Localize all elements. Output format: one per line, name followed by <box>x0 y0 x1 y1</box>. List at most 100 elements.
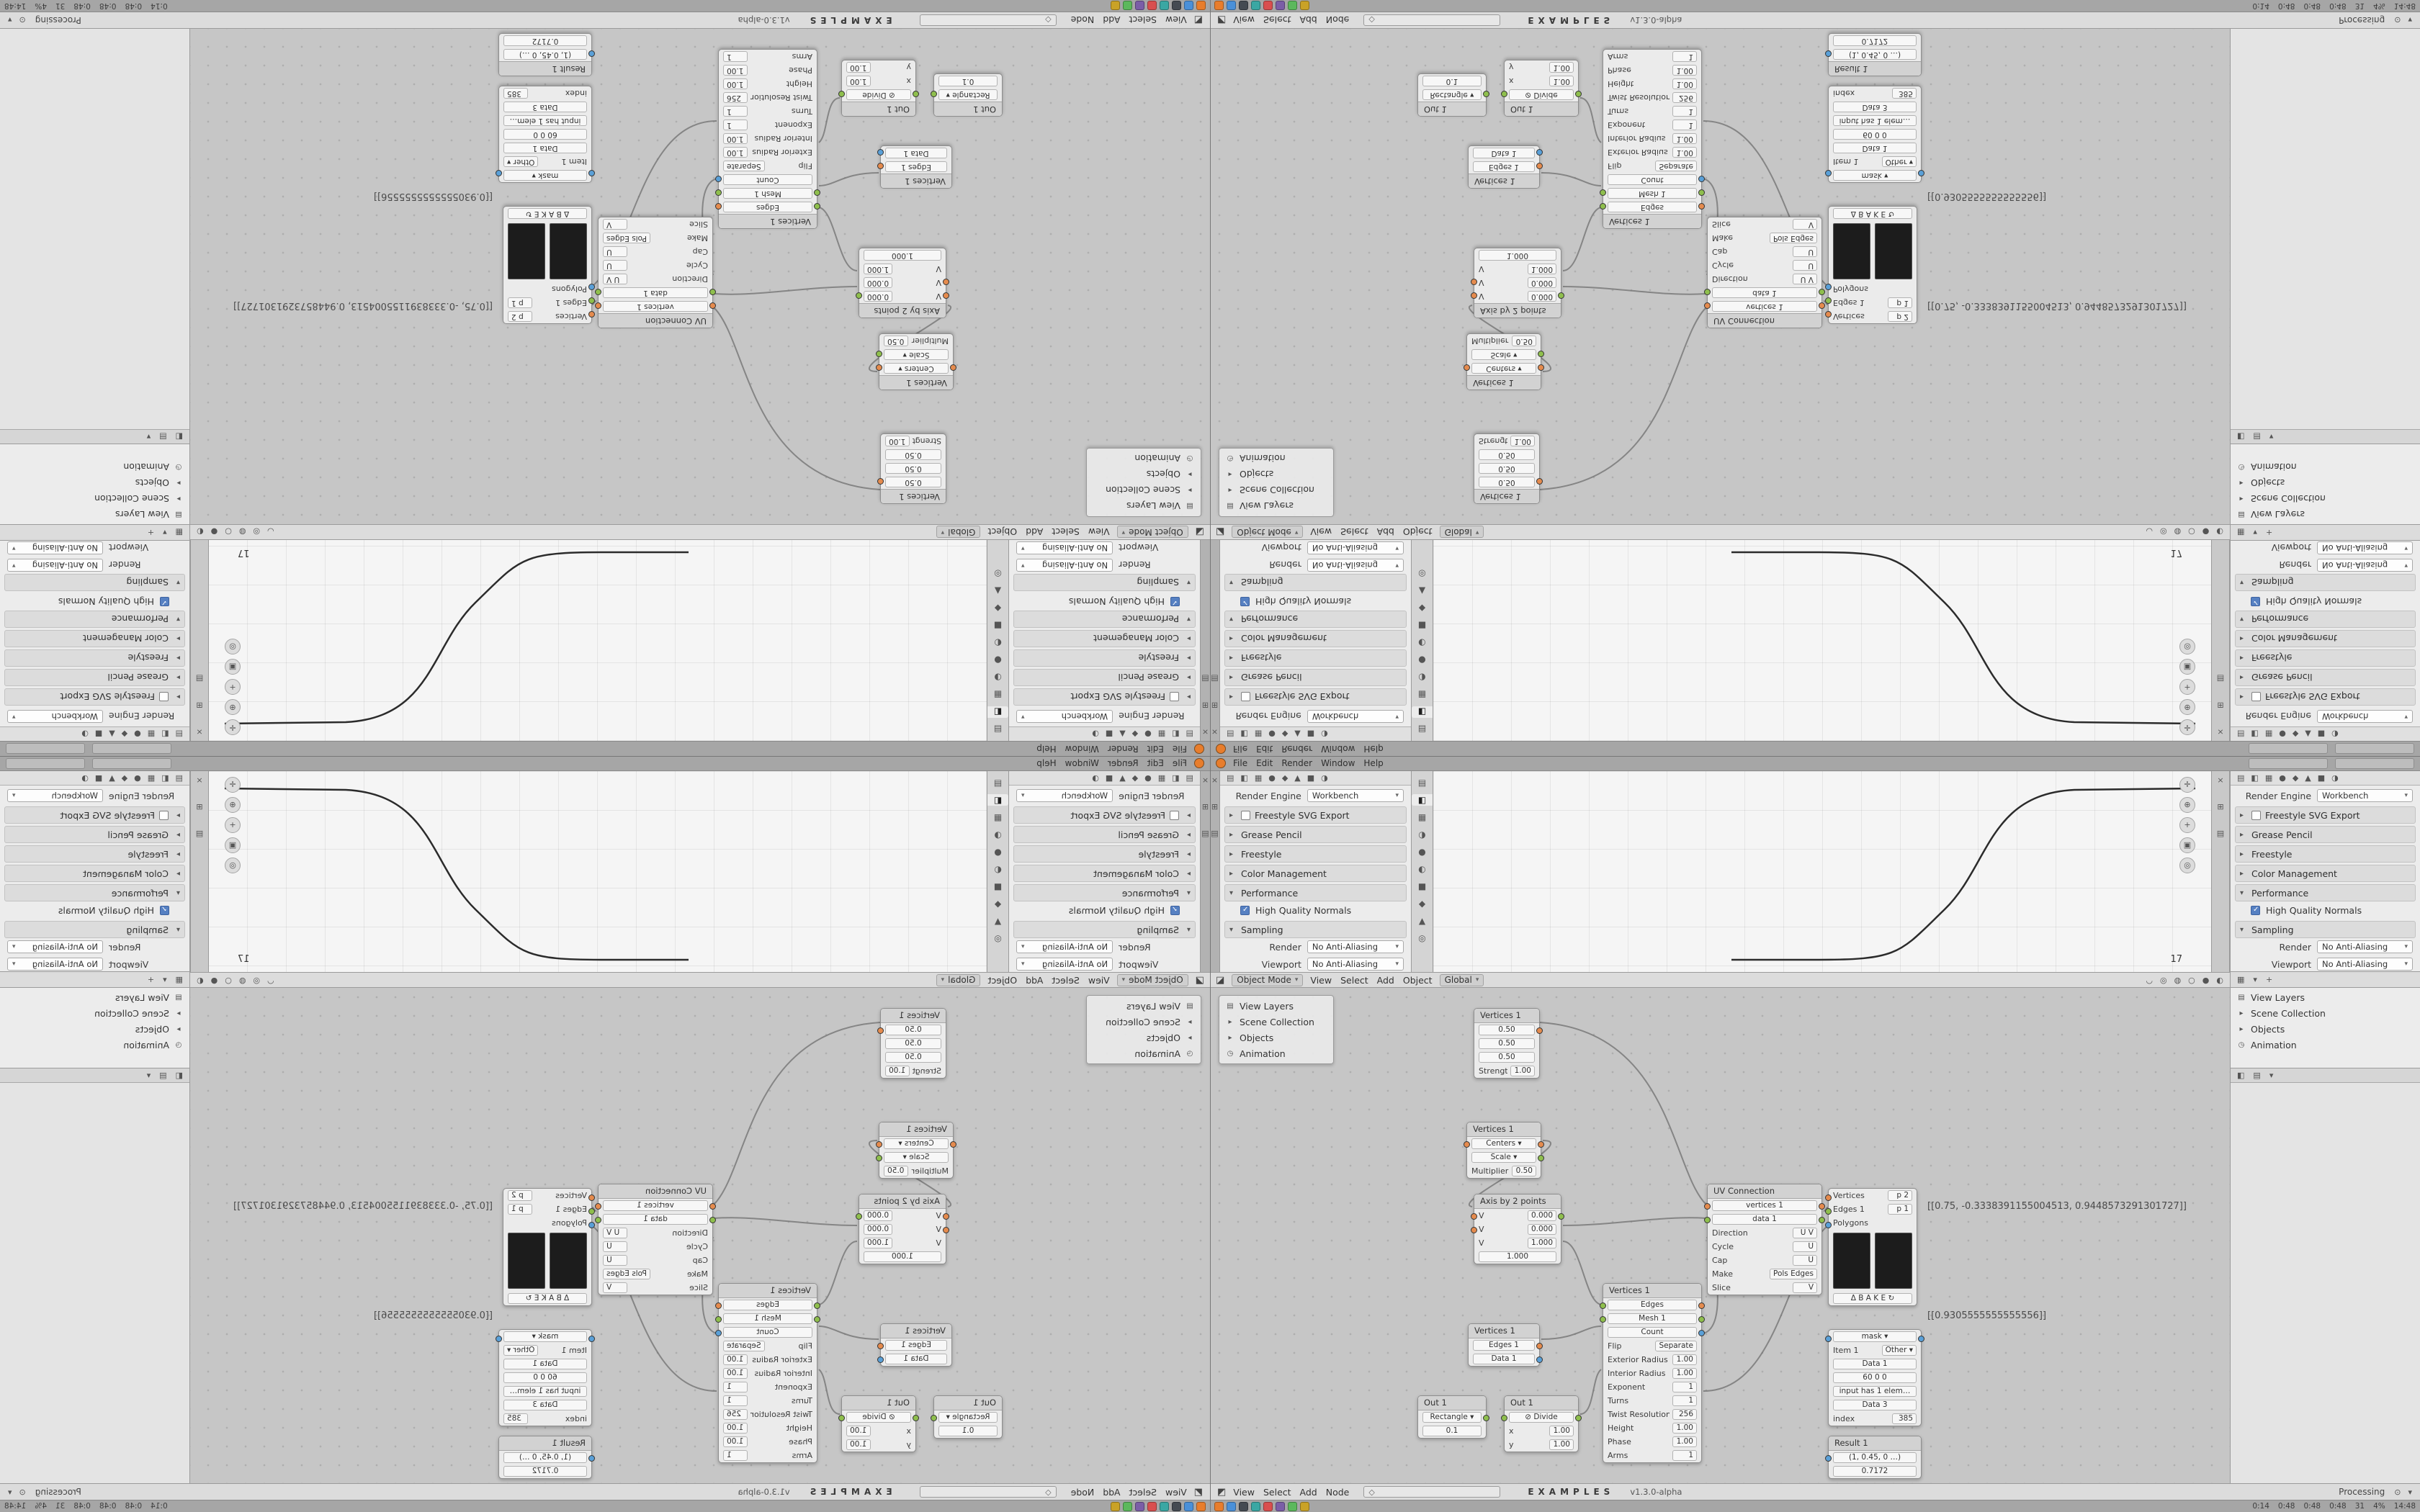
prop-value-render[interactable]: No Anti-Aliasing▾ <box>1016 559 1113 572</box>
node-field-value[interactable]: Pols Edges <box>1769 233 1817 243</box>
prop-value-viewport[interactable]: No Anti-Aliasing▾ <box>1016 541 1113 554</box>
shading-material-icon[interactable]: ◐ <box>2216 975 2223 985</box>
ui-icon[interactable]: ◆ <box>1131 729 1139 739</box>
output-socket[interactable] <box>877 1027 884 1034</box>
outliner-item-scene-collection[interactable]: ▸Scene Collection <box>2231 491 2420 507</box>
properties-tab-output-icon[interactable]: ▦ <box>993 690 1003 700</box>
ui-icon[interactable]: ⊞ <box>1211 802 1219 811</box>
ui-icon[interactable]: ▦ <box>2264 773 2273 783</box>
ui-icon[interactable]: ▤ <box>159 1071 167 1080</box>
node-field-value[interactable]: Edges <box>723 202 812 212</box>
pan-gizmo[interactable]: + <box>225 679 241 695</box>
input-socket[interactable] <box>588 170 595 176</box>
output-socket[interactable] <box>1819 1217 1825 1223</box>
output-socket[interactable] <box>496 1336 502 1342</box>
node-field-value[interactable]: 0.50 <box>1479 1052 1535 1063</box>
node-field-value[interactable]: U V <box>603 274 627 284</box>
ui-icon[interactable]: ▲ <box>2305 773 2311 783</box>
app-browser-icon[interactable] <box>1263 1501 1273 1511</box>
orientation-dropdown[interactable]: Global ▾ <box>936 973 981 986</box>
node-field-value[interactable]: 0.000 <box>864 1210 893 1221</box>
output-socket[interactable] <box>1698 1330 1705 1336</box>
ui-icon[interactable]: + <box>147 528 155 537</box>
node-field-value[interactable]: 0.50 <box>885 1052 941 1063</box>
node-field-value[interactable]: 0.50 <box>1479 463 1535 474</box>
node-field-value[interactable]: 1.00 <box>723 147 748 158</box>
node-result-1[interactable]: Result 1(1, 0.45, 0 …)0.7172 <box>498 33 595 76</box>
ui-icon[interactable]: ▲ <box>1119 773 1126 783</box>
ui-icon[interactable]: ▾ <box>2253 975 2257 984</box>
node-field-value[interactable]: 1.00 <box>1672 1354 1697 1365</box>
node-title[interactable]: Vertices 1 <box>1469 1324 1539 1338</box>
node-field-value[interactable]: 1.000 <box>864 250 941 261</box>
node-title[interactable]: Out 1 <box>842 1396 915 1410</box>
node-tree-selector[interactable]: ◇ <box>919 14 1057 26</box>
output-socket[interactable] <box>1698 1302 1705 1309</box>
ui-icon[interactable]: ■ <box>94 773 103 783</box>
output-socket[interactable] <box>931 1415 937 1421</box>
node-field-value[interactable]: 0.50 <box>1479 449 1535 460</box>
view-layer-selector[interactable] <box>2335 743 2414 755</box>
outliner-item-scene-collection[interactable]: ▸Scene Collection <box>1219 1014 1333 1030</box>
editor-type-icon[interactable]: ◪ <box>1216 974 1225 986</box>
output-socket[interactable] <box>1536 1027 1543 1034</box>
node-field-value[interactable]: 1.000 <box>1527 264 1556 274</box>
node-field-value[interactable]: Separate <box>1655 1341 1697 1351</box>
checkbox-freestyle-svg-export[interactable] <box>159 810 169 820</box>
zoom-gizmo[interactable]: ⊕ <box>225 699 241 715</box>
ui-icon[interactable]: ▤ <box>1227 773 1234 783</box>
properties-tab-tool-icon[interactable]: ▤ <box>993 778 1003 788</box>
output-socket[interactable] <box>595 1203 601 1210</box>
node-field-value[interactable]: Rectangle ▾ <box>1422 1412 1482 1423</box>
node-field-value[interactable]: p 2 <box>1888 311 1912 322</box>
node-field-value[interactable]: Scale ▾ <box>884 349 949 360</box>
node-field-value[interactable]: 0.50 <box>885 449 941 460</box>
blender-logo-icon[interactable] <box>1194 758 1204 768</box>
editor-type-icon[interactable]: ◪ <box>1216 526 1225 538</box>
node-field-value[interactable]: U <box>603 246 627 257</box>
panel-header-freestyle[interactable]: ▸Freestyle <box>2235 845 2416 863</box>
ui-icon[interactable]: × <box>196 727 203 737</box>
outliner-item-animation[interactable]: ◷Animation <box>0 459 189 475</box>
zoom-gizmo[interactable]: ⊕ <box>225 797 241 813</box>
ui-icon[interactable]: × <box>1201 775 1209 785</box>
prop-value-viewport[interactable]: No Anti-Aliasing▾ <box>2317 958 2413 971</box>
properties-tab-object-icon[interactable]: ■ <box>1417 621 1427 631</box>
panel-header-color-management[interactable]: ▸Color Management <box>4 865 185 882</box>
node-field-value[interactable]: Edges <box>723 1300 812 1310</box>
ui-icon[interactable]: ■ <box>2317 773 2326 783</box>
prop-value-render-engine[interactable]: Workbench▾ <box>1307 710 1404 723</box>
checkbox-freestyle-svg-export[interactable] <box>1241 692 1250 702</box>
node-title[interactable]: Vertices 1 <box>1467 375 1541 390</box>
node-field-value[interactable]: 1 <box>723 106 748 117</box>
orientation-dropdown[interactable]: Global ▾ <box>1439 526 1484 539</box>
ui-icon[interactable]: ◑ <box>81 773 89 783</box>
panel-header-performance[interactable]: ▾Performance <box>2235 884 2416 901</box>
node-field-value[interactable]: Edges 1 <box>885 161 947 172</box>
filter-icon[interactable]: ▾ <box>8 15 12 25</box>
output-socket[interactable] <box>1483 91 1489 97</box>
ui-icon[interactable]: ▤ <box>1186 773 1193 783</box>
orientation-dropdown[interactable]: Global ▾ <box>1439 973 1484 986</box>
ui-icon[interactable]: ◧ <box>2237 432 2245 441</box>
output-socket[interactable] <box>877 163 884 169</box>
zoom-gizmo[interactable]: ⊕ <box>2179 797 2195 813</box>
orbit-gizmo[interactable]: ✛ <box>2179 777 2195 793</box>
node-field-value[interactable]: Count <box>723 174 812 185</box>
output-socket[interactable] <box>1538 1141 1544 1148</box>
panel-header-freestyle[interactable]: ▸Freestyle <box>4 845 185 863</box>
panel-header-grease-pencil[interactable]: ▸Grease Pencil <box>1013 826 1196 843</box>
ui-icon[interactable]: ⊞ <box>196 802 203 811</box>
orbit-gizmo[interactable]: ✛ <box>225 777 241 793</box>
shading-material-icon[interactable]: ◐ <box>2216 527 2223 537</box>
node-result-1[interactable]: Result 1(1, 0.45, 0 …)0.7172 <box>498 1436 595 1479</box>
camera-gizmo[interactable]: ▣ <box>225 837 241 853</box>
ui-icon[interactable]: ◑ <box>2331 729 2339 739</box>
output-socket[interactable] <box>715 1302 722 1309</box>
menu-window[interactable]: Window <box>1321 744 1355 754</box>
